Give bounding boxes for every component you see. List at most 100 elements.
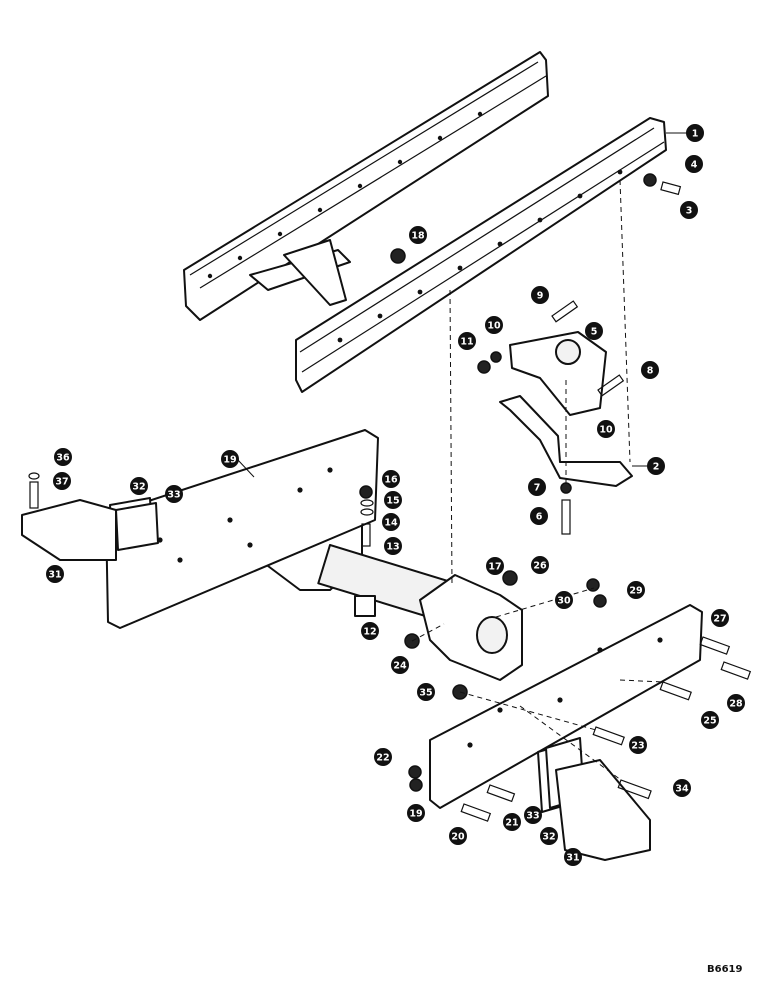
callout-36: 19 bbox=[407, 804, 425, 822]
callout-8: 8 bbox=[641, 361, 659, 379]
svg-text:20: 20 bbox=[451, 832, 465, 843]
callout-9: 10 bbox=[597, 420, 615, 438]
callout-2: 3 bbox=[680, 201, 698, 219]
callout-19: 16 bbox=[382, 470, 400, 488]
svg-text:2: 2 bbox=[653, 462, 660, 473]
svg-text:1: 1 bbox=[692, 129, 699, 140]
frame-rail-rear bbox=[183, 51, 549, 321]
svg-text:37: 37 bbox=[55, 477, 68, 488]
svg-text:12: 12 bbox=[363, 627, 376, 638]
callout-34: 23 bbox=[629, 736, 647, 754]
callout-39: 33 bbox=[524, 806, 542, 824]
callout-6: 11 bbox=[458, 332, 476, 350]
side-plate-right bbox=[429, 604, 703, 809]
svg-text:29: 29 bbox=[629, 586, 642, 597]
callout-15: 19 bbox=[221, 450, 239, 468]
callout-33: 22 bbox=[374, 748, 392, 766]
callout-29: 24 bbox=[391, 656, 409, 674]
bolt-rail-front bbox=[643, 173, 682, 196]
svg-text:25: 25 bbox=[703, 716, 716, 727]
callout-26: 29 bbox=[627, 581, 645, 599]
callout-30: 28 bbox=[727, 694, 745, 712]
assembly-lines bbox=[411, 179, 664, 781]
svg-text:31: 31 bbox=[48, 570, 61, 581]
callout-35: 34 bbox=[673, 779, 691, 797]
callout-3: 18 bbox=[409, 226, 427, 244]
callout-11: 7 bbox=[528, 478, 546, 496]
nut-rail bbox=[390, 248, 406, 264]
bolts-right-plate bbox=[460, 636, 752, 822]
stack-nuts-washers bbox=[359, 485, 374, 547]
svg-text:22: 22 bbox=[376, 753, 389, 764]
pivot-bracket-upper bbox=[509, 331, 607, 416]
callout-37: 20 bbox=[449, 827, 467, 845]
left-bracket-bolt bbox=[28, 472, 40, 509]
frame-cross-brace bbox=[249, 239, 351, 306]
svg-text:5: 5 bbox=[591, 327, 598, 338]
svg-text:10: 10 bbox=[487, 321, 501, 332]
svg-text:31: 31 bbox=[566, 853, 579, 864]
svg-text:34: 34 bbox=[675, 784, 689, 795]
svg-text:28: 28 bbox=[729, 699, 743, 710]
svg-text:19: 19 bbox=[223, 455, 236, 466]
svg-text:33: 33 bbox=[167, 490, 180, 501]
svg-text:30: 30 bbox=[557, 596, 571, 607]
callout-7: 5 bbox=[585, 322, 603, 340]
svg-text:24: 24 bbox=[393, 661, 407, 672]
pivot-bracket-lower bbox=[499, 395, 633, 487]
svg-text:32: 32 bbox=[132, 482, 145, 493]
svg-text:4: 4 bbox=[691, 160, 698, 171]
callout-0: 1 bbox=[686, 124, 704, 142]
bolt-lower-bracket bbox=[560, 482, 572, 535]
svg-text:35: 35 bbox=[419, 688, 432, 699]
svg-text:15: 15 bbox=[386, 496, 399, 507]
svg-text:14: 14 bbox=[384, 518, 398, 529]
mount-bracket-right bbox=[555, 759, 651, 861]
svg-text:21: 21 bbox=[505, 818, 518, 829]
svg-text:23: 23 bbox=[631, 741, 644, 752]
bolts-upper-bracket bbox=[477, 300, 625, 397]
side-plate-left bbox=[105, 429, 379, 629]
svg-text:7: 7 bbox=[534, 483, 541, 494]
callout-12: 6 bbox=[530, 507, 548, 525]
callout-31: 25 bbox=[701, 711, 719, 729]
svg-text:27: 27 bbox=[713, 614, 726, 625]
svg-text:33: 33 bbox=[526, 811, 539, 822]
callout-14: 37 bbox=[53, 472, 71, 490]
callout-13: 36 bbox=[54, 448, 72, 466]
callout-5: 10 bbox=[485, 316, 503, 334]
svg-text:13: 13 bbox=[386, 542, 399, 553]
callout-25: 30 bbox=[555, 591, 573, 609]
callout-16: 32 bbox=[130, 477, 148, 495]
svg-text:18: 18 bbox=[411, 231, 425, 242]
callout-23: 17 bbox=[486, 557, 504, 575]
callout-20: 15 bbox=[384, 491, 402, 509]
svg-text:11: 11 bbox=[460, 337, 473, 348]
callout-22: 13 bbox=[384, 537, 402, 555]
callout-10: 2 bbox=[647, 457, 665, 475]
callout-18: 31 bbox=[46, 565, 64, 583]
svg-text:36: 36 bbox=[56, 453, 70, 464]
svg-text:16: 16 bbox=[384, 475, 398, 486]
callout-17: 33 bbox=[165, 485, 183, 503]
callout-40: 32 bbox=[540, 827, 558, 845]
svg-text:32: 32 bbox=[542, 832, 555, 843]
frame-rail-front bbox=[207, 111, 667, 393]
callout-4: 9 bbox=[531, 286, 549, 304]
svg-text:10: 10 bbox=[599, 425, 613, 436]
callout-21: 14 bbox=[382, 513, 400, 531]
callout-24: 26 bbox=[531, 556, 549, 574]
callout-38: 21 bbox=[503, 813, 521, 831]
callout-27: 27 bbox=[711, 609, 729, 627]
callouts-layer: 1 4 3 18 9 10 11 5 8 10 2 7 6 36 37 19 3… bbox=[46, 124, 745, 866]
spacer-shims-left bbox=[109, 497, 159, 551]
callout-41: 31 bbox=[564, 848, 582, 866]
svg-text:17: 17 bbox=[488, 562, 501, 573]
callout-32: 35 bbox=[417, 683, 435, 701]
svg-text:3: 3 bbox=[686, 206, 693, 217]
svg-text:6: 6 bbox=[536, 512, 543, 523]
svg-text:9: 9 bbox=[537, 291, 544, 302]
callout-28: 12 bbox=[361, 622, 379, 640]
svg-text:19: 19 bbox=[409, 809, 422, 820]
